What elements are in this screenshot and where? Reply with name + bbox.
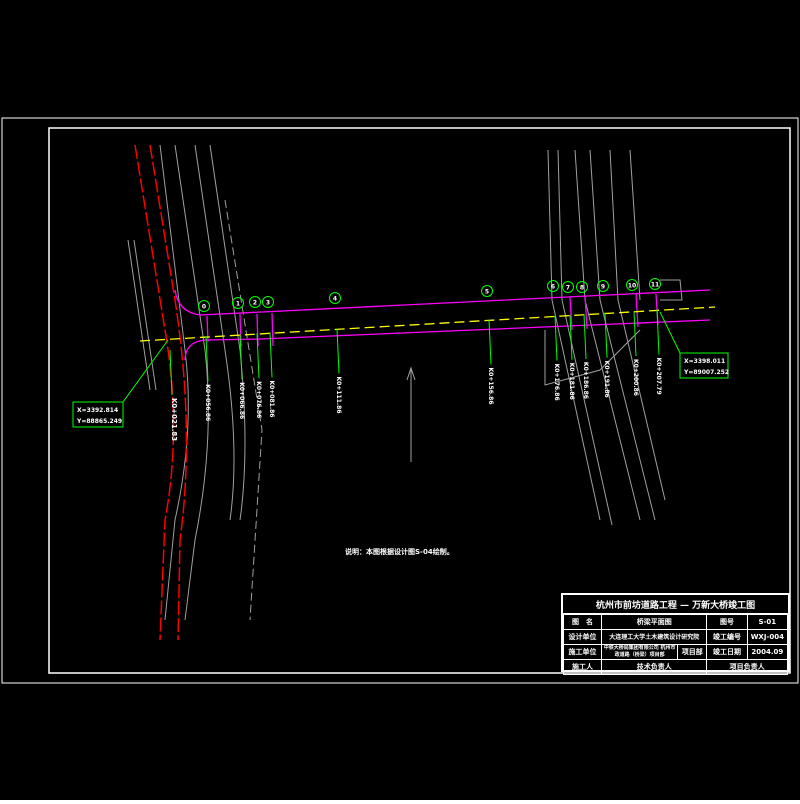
bridge-outline [174,289,711,361]
station-leader [488,319,492,365]
pier-marker-circle [329,292,341,304]
station-label: K0+186.86 [582,362,589,399]
existing-road-right [544,149,683,526]
station-leader [604,312,608,358]
pier-number: 9 [601,284,605,291]
station-leader [336,328,340,374]
station-label: K0+200.86 [632,359,639,396]
pier-marker-circle [576,281,588,293]
label-project-lead: 项目负责人 [706,659,788,675]
label-tech-lead: 技术负责人 [601,659,708,675]
pier-number: 6 [551,284,555,291]
pier-number: 11 [651,282,659,289]
station-leader [569,314,573,360]
station-label: K0+076.86 [255,381,262,418]
label-completion-date: 竣工日期 [706,644,748,660]
pier-markers: 0K0+056.86 1K0+066.86 2K0+076.86 3K0+081.86… [198,278,662,421]
pier-number: 1 [236,301,240,308]
label-builder: 施工人 [562,659,603,675]
station-leader [583,313,587,359]
pier-number: 0 [202,304,206,311]
station-label: K0+111.86 [335,376,342,413]
label-drawing-no: 图号 [706,614,748,630]
direction-arrow [406,366,416,462]
label-contractor: 施工单位 [562,644,603,660]
station-label: K0+207.79 [655,358,662,395]
station-label: K0+191.86 [603,361,610,398]
pier-marker-circle [262,296,274,308]
pier-number: 4 [333,296,337,303]
station-label: K0+056.86 [204,384,211,421]
station-leader [269,332,273,378]
pier-marker-circle [232,297,244,309]
pier-marker-circle [626,279,638,291]
station-leader [205,336,209,382]
road-edge-red [134,144,188,641]
pier-number: 5 [485,289,489,296]
pier-number: 7 [566,285,570,292]
pier-marker-circle [547,280,559,292]
coord-right-y: Y=89007.252 [683,369,729,376]
coord-left-x: X=3392.814 [77,407,118,414]
station-leader [554,315,558,361]
title-block: 杭州市前坊道路工程 — 万新大桥竣工图 图 名 桥梁平面图 图号 S-01 设计… [561,593,790,675]
station-leader [633,310,637,356]
road-centerline [139,306,716,342]
drawing-name: 桥梁平面图 [601,614,708,630]
project-dept: 项目部 [677,644,708,660]
coord-leaders [72,311,729,428]
pier-marker-circle [481,285,493,297]
station-leader [239,334,243,380]
coord-left-y: Y=88865.249 [76,418,122,425]
drawing-no: S-01 [746,614,789,630]
station-label: K0+176.86 [553,364,560,401]
station-label: K0+081.86 [268,380,275,417]
start-leader [169,349,173,396]
inner-frame [48,127,791,674]
pier-marker-circle [198,300,210,312]
pier-marker-circle [649,278,661,290]
station-label: K0+066.86 [238,382,245,419]
coord-right-x: X=3398.011 [684,358,725,365]
label-drawing-name: 图 名 [562,614,603,630]
title-block-title: 杭州市前坊道路工程 — 万新大桥竣工图 [563,595,788,614]
pier-number: 3 [266,300,270,307]
pier-marker-circle [562,281,574,293]
pier-number: 10 [628,283,636,290]
station-leader [256,333,260,379]
label-designer: 设计单位 [562,629,603,645]
station-leader [656,309,660,355]
label-completion-no: 竣工编号 [706,629,748,645]
pier-marker-circle [597,280,609,292]
pier-number: 2 [253,300,257,307]
completion-no: WXJ-004 [746,629,789,645]
pier-number: 8 [580,285,584,292]
start-station: K0+021.83 [170,398,178,441]
drawing-note: 说明：本图根据设计图S-04绘制。 [345,547,454,556]
designer: 大连理工大学土木建筑设计研究院 [601,629,708,645]
contractor: 中铁大桥局集团有限公司 杭州市政道路（桥梁）项目部 [601,644,679,660]
station-label: K0+181.86 [568,363,575,400]
outer-frame [1,117,799,684]
station-label: K0+156.86 [487,368,494,405]
pier-marker-circle [249,296,261,308]
completion-date: 2004.09 [746,644,789,660]
